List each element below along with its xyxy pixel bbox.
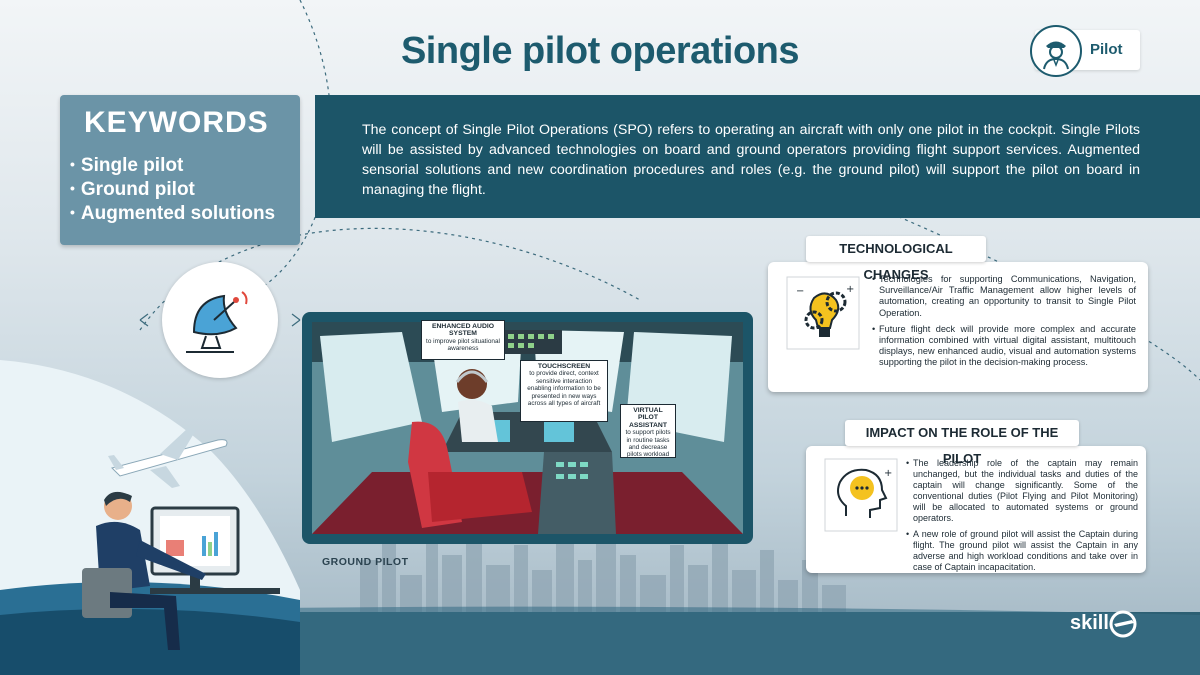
callout-body: to provide direct, context sensitive int… (527, 370, 601, 408)
callout-title: VIRTUAL PILOT ASSISTANT (628, 407, 667, 429)
keywords-list: Single pilot Ground pilot Augmented solu… (70, 153, 275, 225)
keyword-item: Single pilot (70, 153, 275, 177)
airplane-icon (108, 428, 228, 488)
pilot-badge-label: Pilot (1090, 41, 1123, 58)
impact-bullets: The leadership role of the captain may r… (906, 458, 1138, 578)
intro-text: The concept of Single Pilot Operations (… (362, 122, 1140, 198)
gears-lightbulb-icon: + − (786, 276, 860, 350)
svg-text:+: + (884, 468, 892, 479)
callout-body: to support pilots in routine tasks and d… (625, 429, 671, 459)
page-title: Single pilot operations (400, 30, 800, 72)
cockpit-illustration (312, 322, 743, 534)
tech-changes-header: TECHNOLOGICAL CHANGES (806, 236, 986, 282)
bullet-item: The leadership role of the captain may r… (906, 458, 1138, 524)
svg-text:−: − (796, 286, 804, 297)
bullet-item: Future flight deck will provide more com… (872, 324, 1136, 369)
brand-logo-mark-icon (1109, 610, 1137, 638)
callout-virtual-pilot-assistant: VIRTUAL PILOT ASSISTANT to support pilot… (620, 404, 676, 458)
pilot-avatar-icon (1030, 25, 1082, 77)
callout-title: ENHANCED AUDIO SYSTEM (431, 323, 495, 338)
tech-changes-bullets: Technologies for supporting Communicatio… (872, 274, 1136, 374)
keyword-item: Ground pilot (70, 177, 275, 201)
svg-text:+: + (846, 284, 854, 295)
intro-panel (315, 95, 1200, 218)
keywords-title: KEYWORDS (84, 106, 269, 139)
callout-enhanced-audio-system: ENHANCED AUDIO SYSTEM to improve pilot s… (421, 320, 505, 360)
satellite-dish-icon (186, 291, 248, 353)
ground-pilot-label: GROUND PILOT (322, 556, 409, 568)
bullet-item: Technologies for supporting Communicatio… (872, 274, 1136, 319)
callout-title: TOUCHSCREEN (537, 363, 591, 370)
ground-pilot-illustration (0, 360, 300, 675)
callout-touchscreen: TOUCHSCREEN to provide direct, context s… (520, 360, 608, 422)
impact-header: IMPACT ON THE ROLE OF THE PILOT (845, 420, 1079, 466)
brand-logo-text: skill (1070, 612, 1109, 634)
keyword-item: Augmented solutions (70, 201, 275, 225)
callout-body: to improve pilot situational awareness (426, 337, 500, 353)
bullet-item: A new role of ground pilot will assist t… (906, 529, 1138, 573)
head-thinking-icon: + (824, 458, 898, 532)
